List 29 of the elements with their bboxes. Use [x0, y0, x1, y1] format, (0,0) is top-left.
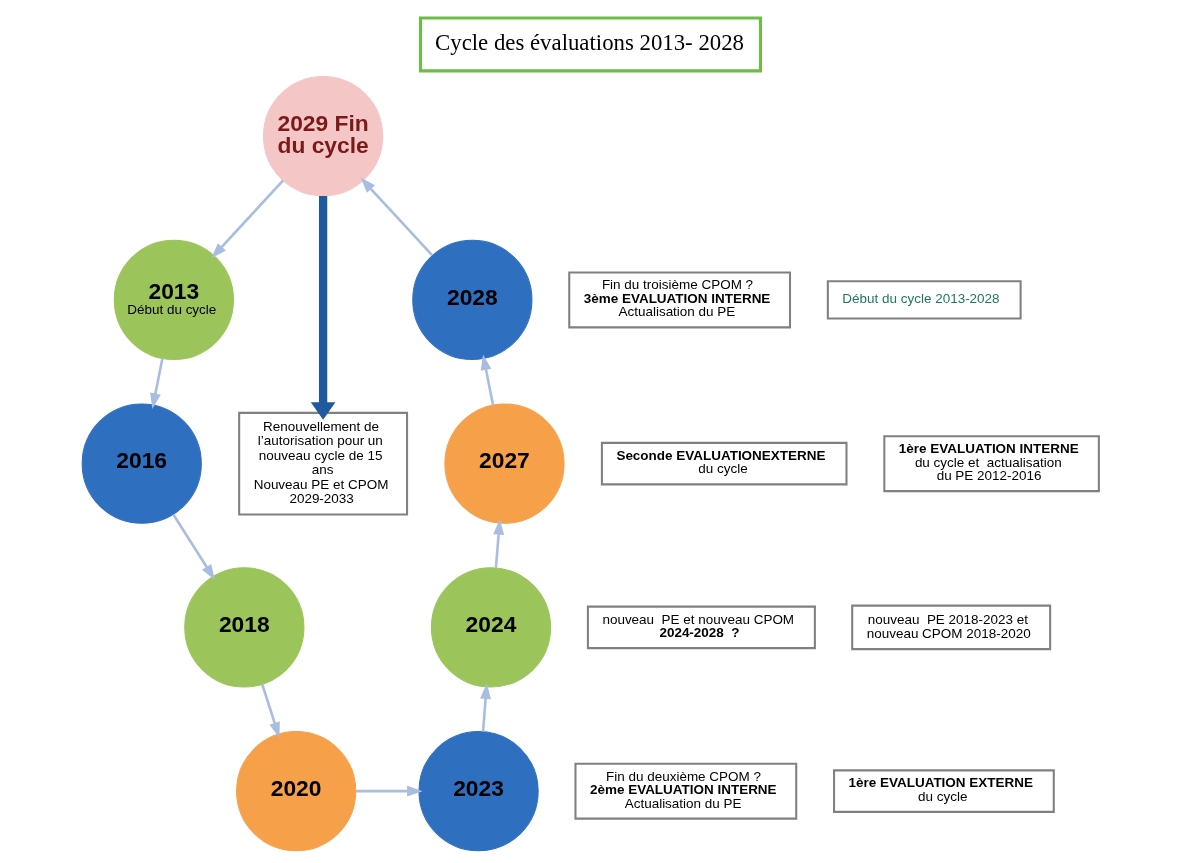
node-circle: 2016: [81, 403, 202, 524]
arrow: [260, 684, 280, 738]
node-box: Fin du troisième CPOM ? 3ème EVALUATION INTERNE Actualisation du PE: [567, 271, 791, 329]
node-box: 1ère EVALUATION INTERNE du cycle et actualisation du PE 2012-2016: [882, 435, 1100, 493]
node-box: Seconde EVALUATIONEXTERNE du cycle: [600, 441, 848, 486]
arrow: [310, 196, 335, 420]
arrow: [492, 519, 504, 568]
node-circle: 2013 Début du cycle: [113, 239, 234, 360]
node-box: Renouvellement de l’autorisation pour un nouveau cycle de 15 ans Nouveau PE et CPOM 2029-2033: [237, 411, 408, 516]
node-box: nouveau PE 2018-2023 et nouveau CPOM 2018-2020: [850, 604, 1051, 651]
node-box: Début du cycle 2013-2028: [826, 280, 1022, 320]
arrow: [359, 177, 433, 257]
node-circle: 2027: [443, 403, 565, 524]
arrow: [480, 354, 494, 406]
node-circle: 2029 Fin du cycle: [262, 76, 383, 197]
node-box: nouveau PE et nouveau CPOM 2024-2028 ?: [586, 605, 816, 650]
node-box: 1ère EVALUATION EXTERNE du cycle: [832, 769, 1055, 813]
diagram-title: Cycle des évaluations 2013- 2028: [434, 30, 744, 56]
arrow: [210, 179, 284, 259]
node-circle: 2024: [430, 567, 551, 688]
arrow: [479, 683, 491, 732]
node-circle: 2023: [417, 731, 539, 852]
node-circle: 2020: [235, 731, 356, 852]
node-circle: 2028: [411, 239, 532, 360]
arrow: [171, 513, 215, 580]
node-box: Fin du deuxième CPOM ? 2ème EVALUATION INTERNE Actualisation du PE: [573, 762, 797, 820]
arrow: [149, 358, 164, 409]
node-circle: 2018: [183, 567, 304, 688]
arrow: [355, 785, 423, 797]
